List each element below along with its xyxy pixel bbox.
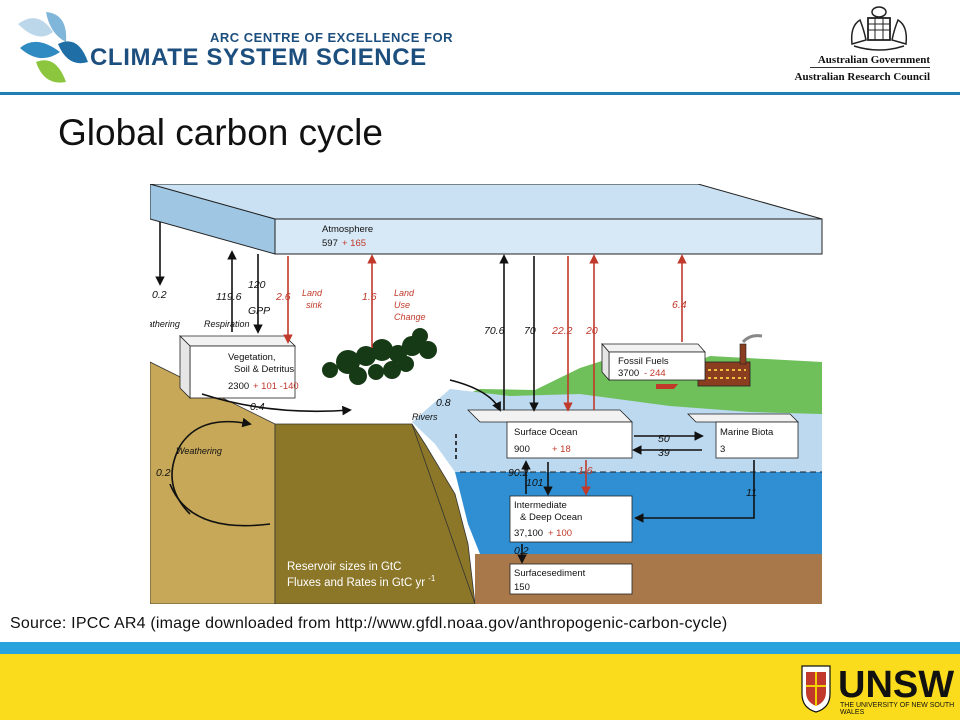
arrow-rock-weathering: [171, 417, 252, 515]
fossil-fuels-box: [601, 342, 706, 382]
flux-deep-down: 101: [526, 477, 544, 489]
arrow-veg-to-river: [201, 393, 352, 416]
flux-ocean-down: 70: [524, 325, 536, 337]
fossil-fuels-base-value: 3700: [618, 368, 639, 379]
marine-biota-label: Marine Biota: [720, 427, 774, 438]
deep-ocean-label-2: & Deep Ocean: [520, 512, 582, 523]
flux-land-use-label-2: Use: [394, 300, 410, 310]
flux-deep-anthro: 1.6: [578, 465, 593, 477]
flux-land-use: 1.6: [362, 291, 377, 303]
slide-header: ARC CENTRE OF EXCELLENCE FOR CLIMATE SYS…: [0, 0, 960, 96]
car-icon: [656, 384, 678, 389]
climate-system-science-label: CLIMATE SYSTEM SCIENCE: [90, 44, 427, 71]
surface-ocean-box: [467, 409, 633, 459]
australian-government-label: Australian Government: [817, 54, 930, 66]
flux-rock-weathering-label: Weathering: [176, 446, 222, 456]
surface-ocean-change-value: + 18: [552, 444, 571, 455]
factory-icon: [697, 334, 763, 387]
flux-deep-up: 90.2: [508, 467, 529, 479]
deep-ocean-box: [509, 495, 633, 543]
flux-rivers: 0.8: [436, 397, 451, 409]
vegetation-base-value: 2300: [228, 381, 249, 392]
atmosphere-label: Atmosphere: [322, 224, 373, 235]
atmosphere-change-value: + 165: [342, 238, 366, 249]
flux-land-sink: 2.6: [275, 291, 291, 303]
flux-land-use-label-3: Change: [394, 312, 426, 322]
flux-land-sink-label-1: Land: [302, 288, 323, 298]
arc-centre-label: ARC CENTRE OF EXCELLENCE FOR: [210, 30, 453, 45]
arrow-rivers: [449, 379, 501, 412]
flux-respiration: 119.6: [216, 291, 242, 303]
deep-ocean-label-1: Intermediate: [514, 500, 567, 511]
marine-biota-box: [687, 413, 799, 459]
surface-ocean-label: Surface Ocean: [514, 427, 577, 438]
deep-ocean-change-value: + 100: [548, 528, 572, 539]
flux-biota-to-surface: 39: [658, 447, 670, 459]
legend-fluxes-rates: Fluxes and Rates in GtC yr -1: [287, 574, 436, 589]
deep-ocean-base-value: 37,100: [514, 528, 543, 539]
flux-biota-to-deep: 11: [746, 487, 757, 499]
atmosphere-slab-front: [274, 218, 823, 255]
forest-trees: [322, 328, 437, 385]
footer-blue-band: [0, 642, 960, 654]
slide-title: Global carbon cycle: [58, 112, 383, 153]
arrow-biota-to-deep: [634, 460, 755, 523]
flux-respiration-label: Respiration: [204, 319, 250, 329]
flux-ocean-anthro-down: 22.2: [551, 325, 573, 337]
sediment-label: Surfacesediment: [514, 568, 586, 579]
marine-biota-base-value: 3: [720, 444, 725, 455]
flux-veg-to-river: 0.4: [250, 401, 265, 413]
arc-css-logo: [18, 12, 88, 83]
header-rule: [0, 92, 960, 95]
sediment-box: [509, 563, 633, 595]
flux-ocean-up: 70.6: [484, 325, 505, 337]
flux-ocean-anthro-up: 20: [585, 325, 598, 337]
legend-reservoir-sizes: Reservoir sizes in GtC: [287, 561, 401, 573]
unsw-wordmark: UNSW: [838, 664, 955, 706]
australian-coat-of-arms-icon: [850, 6, 908, 51]
flux-sedimentation: 0.2: [514, 545, 529, 557]
unsw-subtitle: THE UNIVERSITY OF NEW SOUTH WALES: [840, 702, 955, 716]
surface-ocean-base-value: 900: [514, 444, 530, 455]
sediment-base-value: 150: [514, 582, 530, 593]
flux-surface-to-biota: 50: [658, 433, 670, 445]
flux-fossil-emission: 6.4: [672, 299, 687, 311]
vegetation-box: [179, 335, 296, 399]
australian-research-council-label: Australian Research Council: [794, 71, 930, 83]
source-citation: Source: IPCC AR4 (image downloaded from …: [10, 615, 728, 632]
arrow-rock-weathering-lower: [169, 483, 271, 527]
fossil-fuels-label: Fossil Fuels: [618, 356, 669, 367]
vegetation-label-2: Soil & Detritus: [234, 364, 294, 375]
footer-yellow-band: [0, 654, 960, 720]
unsw-crest-icon: [801, 665, 831, 713]
soil-front-face: [274, 423, 476, 604]
flux-rivers-label: Rivers: [412, 412, 438, 422]
fossil-fuels-change-value: - 244: [644, 368, 666, 379]
carbon-cycle-diagram: Atmosphere 597 + 165 Vegetation, Soil & …: [150, 184, 823, 604]
flux-land-sink-label-2: sink: [306, 300, 323, 310]
flux-rock-weathering: 0.2: [156, 467, 171, 479]
flux-weathering-atm-label: Weathering: [150, 319, 180, 329]
vegetation-label-1: Vegetation,: [228, 352, 276, 363]
ocean-cliff-edge: [411, 423, 476, 604]
flux-gpp-label: GPP: [248, 305, 270, 317]
flux-land-use-label-1: Land: [394, 288, 415, 298]
flux-gpp: 120: [248, 279, 266, 291]
atmosphere-base-value: 597: [322, 238, 338, 249]
vegetation-change-value: + 101 -140: [253, 381, 299, 392]
header-divider: [810, 67, 930, 68]
flux-weathering-atm: 0.2: [152, 289, 167, 301]
